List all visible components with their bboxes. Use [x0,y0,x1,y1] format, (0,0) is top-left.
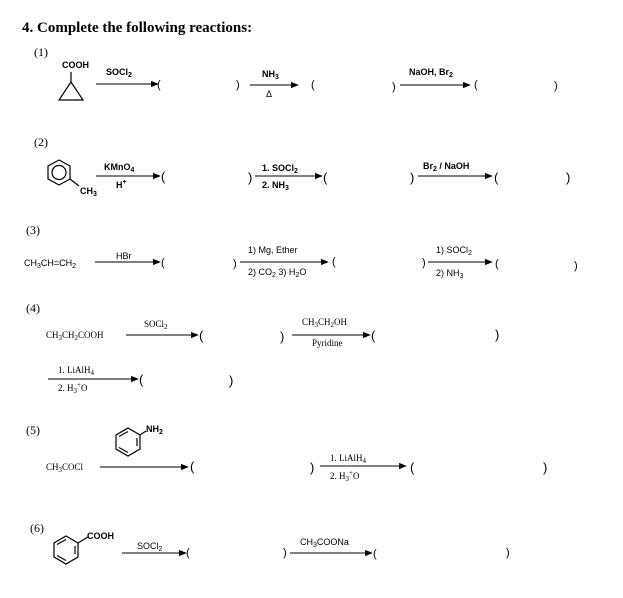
answer-paren-open: ( [157,79,161,91]
answer-paren-open: ( [371,328,376,343]
reaction-1: (1) COOH SOCl2 ( ) NH3 Δ ( ) NaOH, Br2 (… [34,45,558,101]
reaction-number: (3) [26,223,40,237]
arrow-reagent-top: SOCl2 [106,67,132,79]
benzoic-acid-structure [53,535,89,565]
answer-paren-open: ( [161,257,165,269]
answer-paren-close: ) [574,260,578,272]
answer-paren-open: ( [332,256,336,268]
reaction-arrow: 1) SOCl2 2) NH3 [428,245,493,280]
reaction-arrow: SOCl2 [126,319,199,339]
substituent-label: NH2 [146,424,163,436]
answer-paren-open: ( [311,79,315,91]
answer-paren-open: ( [494,170,499,185]
reaction-2: (2) CH3 KMnO4 H+ ( ) 1. SOCl2 2. NH3 ( )… [34,135,570,198]
answer-paren-close: ) [422,257,426,269]
reaction-arrow: 1) Mg, Ether 2) CO2 3) H2O [240,245,329,279]
cyclopropane-structure [57,72,85,101]
answer-paren-open: ( [323,170,328,185]
reaction-arrow: NH3 Δ [250,69,299,99]
reaction-arrow: KMnO4 H+ [96,162,161,190]
page-title: 4. Complete the following reactions: [22,20,252,36]
arrow-reagent-top: 1. SOCl2 [262,163,298,175]
arrow-condition-bottom: Δ [266,89,272,99]
reaction-number: (1) [34,45,48,59]
arrow-reagent-top: CH3CH2OH [302,317,348,329]
reaction-6: (6) COOH SOCl2 ( ) CH3COONa ( ) [30,521,510,565]
reaction-arrow: CH3CH2OH Pyridine [292,317,371,348]
answer-paren-open: ( [474,79,478,91]
arrow-reagent-top: NH3 [262,69,279,81]
answer-paren-close: ) [410,170,414,185]
arrow-condition-bottom: 2) NH3 [436,268,464,280]
answer-paren-close: ) [233,258,237,270]
reaction-number: (5) [26,423,40,437]
arrow-reagent-top: Br2 / NaOH [423,161,469,173]
reaction-arrow: HBr [95,251,161,266]
reaction-arrow: 1. SOCl2 2. NH3 [255,163,323,192]
reaction-arrow: SOCl2 [96,67,159,88]
arrow-reagent-top: 1. LiAlH4 [58,365,95,377]
arrow-condition-bottom: H+ [116,179,127,190]
answer-paren-open: ( [139,372,144,387]
answer-paren-close: ) [543,460,547,475]
answer-paren-close: ) [392,81,396,93]
answer-paren-open: ( [161,169,166,184]
aniline-structure [115,427,147,457]
answer-paren-close: ) [495,327,499,342]
reaction-3: (3) CH3CH=CH2 HBr ( ) 1) Mg, Ether 2) CO… [24,223,578,280]
answer-paren-close: ) [283,547,287,559]
arrow-reagent-top: 1. LiAlH4 [330,453,367,465]
reactant-formula: CH3CH2COOH [46,330,104,342]
reaction-5: (5) NH2 CH3COCl ( ) 1. LiAlH4 2. H3+O ( … [26,423,547,483]
reaction-arrow: NaOH, Br2 [400,67,471,89]
arrow-reagent-top: 1) SOCl2 [436,245,472,257]
reaction-arrow: CH3COONa [290,537,373,557]
arrow-condition-bottom: 2. H3+O [330,469,360,483]
arrow-condition-bottom: Pyridine [312,338,343,348]
answer-paren-open: ( [190,459,195,474]
answer-paren-open: ( [373,548,377,560]
reaction-number: (2) [34,135,48,149]
reactant-formula: CH3COCl [46,462,84,474]
answer-paren-open: ( [495,258,499,270]
reactant-formula: CH3CH=CH2 [24,258,76,270]
answer-paren-close: ) [506,547,510,559]
arrow-reagent-top: SOCl2 [137,541,163,553]
reaction-number: (4) [26,301,40,315]
toluene-structure [47,159,80,187]
answer-paren-close: ) [310,460,314,475]
arrow-reagent-top: NaOH, Br2 [409,67,453,79]
arrow-reagent-top: 1) Mg, Ether [248,245,298,255]
substituent-label: COOH [87,531,114,541]
answer-paren-open: ( [186,547,190,559]
substituent-label: CH3 [80,186,97,198]
answer-paren-close: ) [566,170,570,185]
substituent-label: COOH [62,60,89,70]
reaction-arrow: 1. LiAlH4 2. H3+O [48,365,139,395]
arrow-condition-bottom: 2) CO2 3) H2O [248,267,306,279]
answer-paren-close: ) [248,170,252,185]
answer-paren-open: ( [199,328,204,343]
reaction-4: (4) CH3CH2COOH SOCl2 ( ) CH3CH2OH Pyridi… [26,301,499,395]
answer-paren-close: ) [236,79,240,91]
reaction-number: (6) [30,521,44,535]
arrow-condition-bottom: 2. H3+O [58,381,88,395]
arrow-reagent-top: HBr [116,251,132,261]
answer-paren-close: ) [229,373,233,388]
arrow-condition-bottom: 2. NH3 [262,180,289,192]
answer-paren-close: ) [554,80,558,92]
reaction-arrow: Br2 / NaOH [418,161,493,180]
arrow-reagent-top: SOCl2 [144,319,168,331]
reaction-arrow: SOCl2 [122,541,187,557]
reaction-arrow: 1. LiAlH4 2. H3+O [320,453,407,483]
answer-paren-close: ) [280,329,284,344]
arrow-reagent-top: KMnO4 [104,162,135,174]
arrow-reagent-top: CH3COONa [300,537,349,549]
answer-paren-open: ( [410,460,415,475]
